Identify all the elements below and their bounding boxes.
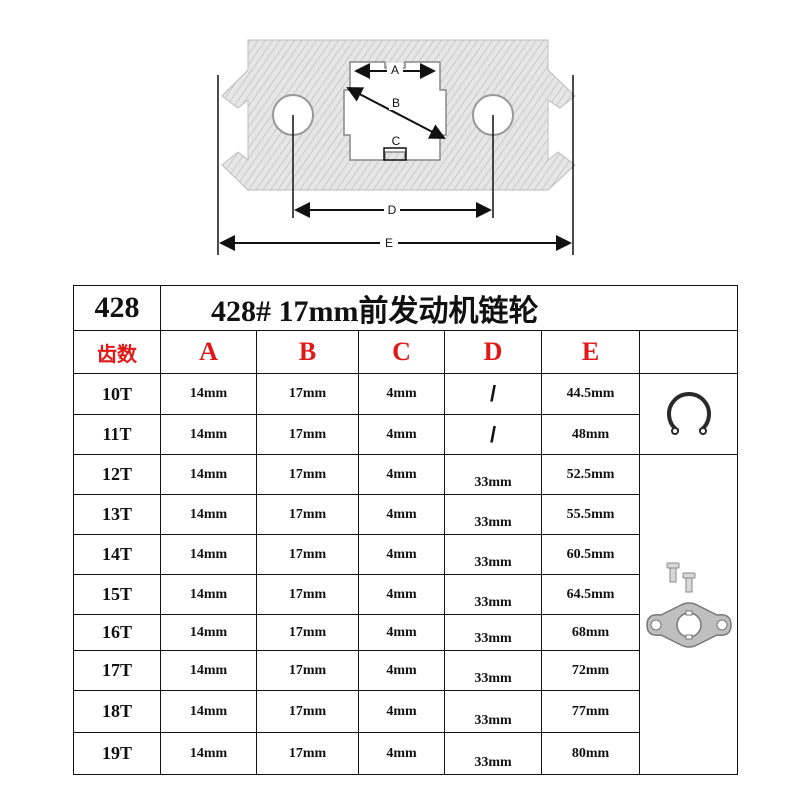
cell-b: 17mm — [256, 534, 359, 575]
header-a: A — [160, 330, 257, 374]
cell-d: 33mm — [444, 690, 542, 733]
cell-a: 14mm — [160, 690, 257, 733]
cell-b: 17mm — [256, 614, 359, 651]
header-row: 齿数 A B C D E — [73, 330, 738, 374]
fixing-plate-with-bolts-icon — [645, 562, 732, 648]
cell-c: 4mm — [358, 494, 445, 535]
cell-e: 44.5mm — [541, 373, 640, 415]
cell-a: 14mm — [160, 650, 257, 691]
title-row: 428 428# 17mm前发动机链轮 — [73, 285, 738, 331]
cell-teeth: 19T — [73, 732, 161, 775]
cell-e: 60.5mm — [541, 534, 640, 575]
cell-e: 55.5mm — [541, 494, 640, 535]
header-d: D — [444, 330, 542, 374]
dim-label-b: B — [392, 96, 400, 110]
cell-e: 52.5mm — [541, 454, 640, 495]
cell-d: 33mm — [444, 650, 542, 691]
cell-d: / — [444, 373, 542, 415]
cell-a: 14mm — [160, 574, 257, 615]
cell-d: 33mm — [444, 614, 542, 651]
dim-label-e: E — [385, 236, 393, 250]
cell-teeth: 15T — [73, 574, 161, 615]
cell-b: 17mm — [256, 494, 359, 535]
cell-c: 4mm — [358, 650, 445, 691]
cell-e: 72mm — [541, 650, 640, 691]
cell-c: 4mm — [358, 690, 445, 733]
cell-teeth: 18T — [73, 690, 161, 733]
cell-c: 4mm — [358, 534, 445, 575]
header-c: C — [358, 330, 445, 374]
cell-teeth: 17T — [73, 650, 161, 691]
cell-d: 33mm — [444, 732, 542, 775]
cell-d: 33mm — [444, 454, 542, 495]
cell-d: 33mm — [444, 534, 542, 575]
cell-a: 14mm — [160, 732, 257, 775]
table-title: 428# 17mm前发动机链轮 — [160, 285, 738, 331]
circlip-icon — [666, 392, 711, 435]
cell-b: 17mm — [256, 650, 359, 691]
cell-d: 33mm — [444, 494, 542, 535]
cell-b: 17mm — [256, 690, 359, 733]
cell-b: 17mm — [256, 732, 359, 775]
sprocket-dimension-diagram: A B C D E — [217, 39, 576, 255]
dim-label-a: A — [391, 63, 399, 77]
cell-a: 14mm — [160, 373, 257, 415]
header-teeth: 齿数 — [73, 330, 161, 374]
cell-teeth: 11T — [73, 414, 161, 455]
header-b: B — [256, 330, 359, 374]
cell-e: 64.5mm — [541, 574, 640, 615]
circlip-image-cell — [639, 373, 738, 455]
cell-a: 14mm — [160, 414, 257, 455]
cell-teeth: 16T — [73, 614, 161, 651]
cell-c: 4mm — [358, 454, 445, 495]
cell-c: 4mm — [358, 414, 445, 455]
cell-a: 14mm — [160, 614, 257, 651]
cell-teeth: 10T — [73, 373, 161, 415]
cell-e: 68mm — [541, 614, 640, 651]
cell-a: 14mm — [160, 534, 257, 575]
header-image — [639, 330, 738, 374]
cell-d: / — [444, 414, 542, 455]
dim-label-c: C — [392, 134, 401, 148]
cell-c: 4mm — [358, 732, 445, 775]
cell-b: 17mm — [256, 574, 359, 615]
model-number: 428 — [73, 285, 161, 331]
cell-b: 17mm — [256, 454, 359, 495]
cell-a: 14mm — [160, 454, 257, 495]
cell-e: 80mm — [541, 732, 640, 775]
cell-d: 33mm — [444, 574, 542, 615]
cell-teeth: 12T — [73, 454, 161, 495]
cell-e: 77mm — [541, 690, 640, 733]
cell-b: 17mm — [256, 414, 359, 455]
header-e: E — [541, 330, 640, 374]
cell-b: 17mm — [256, 373, 359, 415]
dim-label-d: D — [388, 203, 397, 217]
cell-teeth: 13T — [73, 494, 161, 535]
cell-a: 14mm — [160, 494, 257, 535]
cell-e: 48mm — [541, 414, 640, 455]
cell-c: 4mm — [358, 614, 445, 651]
fixing-plate-image-cell — [639, 454, 738, 775]
cell-teeth: 14T — [73, 534, 161, 575]
cell-c: 4mm — [358, 373, 445, 415]
cell-c: 4mm — [358, 574, 445, 615]
